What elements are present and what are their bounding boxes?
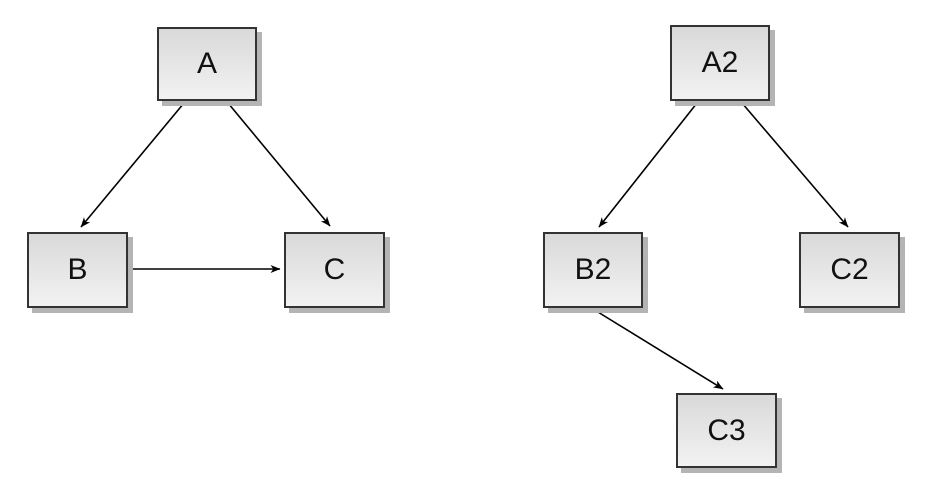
node-A2: A2 — [670, 25, 770, 101]
node-C3-label: C3 — [707, 413, 746, 447]
edge-A2-to-B2 — [598, 102, 698, 228]
edge-A2-to-C2 — [741, 102, 849, 228]
node-C: C — [284, 232, 385, 308]
node-C2: C2 — [799, 232, 900, 308]
node-C2-label: C2 — [830, 253, 869, 286]
node-B2: B2 — [543, 232, 643, 308]
node-A: A — [157, 27, 257, 101]
node-A2-label: A2 — [701, 46, 739, 79]
node-A-label: A — [196, 47, 217, 80]
node-B-label: B — [67, 253, 88, 286]
edge-A-to-B — [80, 102, 185, 228]
node-C-label: C — [323, 253, 346, 286]
node-B: B — [27, 232, 128, 308]
edge-A-to-C — [227, 102, 331, 227]
node-B2-label: B2 — [574, 253, 612, 286]
node-C3: C3 — [676, 393, 777, 468]
edge-B2-to-C3 — [592, 308, 724, 390]
